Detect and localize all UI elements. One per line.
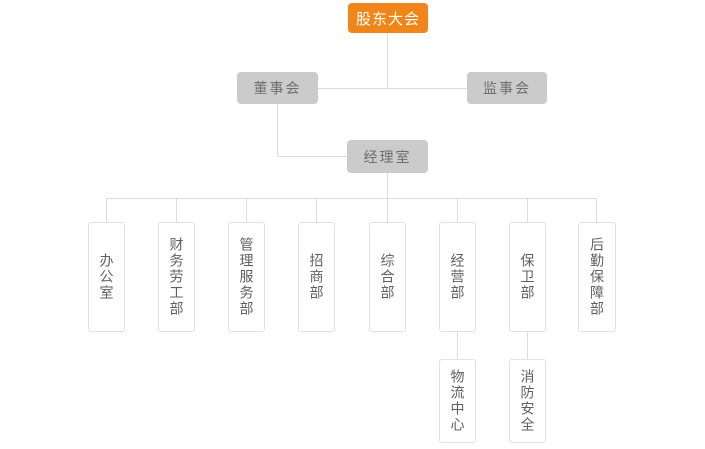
connector-line xyxy=(527,198,528,222)
connector-line xyxy=(457,198,458,222)
connector-line xyxy=(106,198,107,222)
node-office: 办公室 xyxy=(88,222,125,332)
connector-line xyxy=(277,156,347,157)
node-label: 股东大会 xyxy=(355,10,420,28)
node-label: 保卫部 xyxy=(519,253,536,301)
node-label: 经营部 xyxy=(449,253,466,301)
connector-line xyxy=(596,198,597,222)
node-label: 财务劳工部 xyxy=(168,237,185,317)
node-label: 物流中心 xyxy=(449,369,466,433)
node-investment-dept: 招商部 xyxy=(298,222,335,332)
node-finance-labor-dept: 财务劳工部 xyxy=(158,222,195,332)
node-board-of-directors: 董事会 xyxy=(237,72,318,104)
connector-line xyxy=(387,33,388,88)
connector-line xyxy=(387,198,388,222)
node-operations-dept: 经营部 xyxy=(439,222,476,332)
node-logistics-support-dept: 后勤保障部 xyxy=(578,222,616,332)
node-management-service-dept: 管理服务部 xyxy=(228,222,265,332)
node-security-dept: 保卫部 xyxy=(509,222,546,332)
node-label: 消防安全 xyxy=(519,369,536,433)
connector-line xyxy=(387,173,388,198)
connector-line xyxy=(318,88,467,89)
node-label: 后勤保障部 xyxy=(589,237,605,317)
connector-line xyxy=(176,198,177,222)
node-label: 监事会 xyxy=(483,80,531,96)
node-fire-safety: 消防安全 xyxy=(509,359,546,443)
connector-line xyxy=(457,332,458,359)
node-label: 综合部 xyxy=(379,253,396,301)
node-label: 办公室 xyxy=(98,253,115,301)
node-label: 管理服务部 xyxy=(238,237,255,317)
connector-line xyxy=(527,332,528,359)
connector-line xyxy=(246,198,247,222)
node-label: 董事会 xyxy=(253,80,302,96)
node-label: 招商部 xyxy=(308,253,325,301)
connector-line xyxy=(106,198,597,199)
node-supervisory-board: 监事会 xyxy=(467,72,547,104)
node-general-dept: 综合部 xyxy=(369,222,406,332)
node-label: 经理室 xyxy=(363,148,412,165)
node-logistics-center: 物流中心 xyxy=(439,359,476,443)
connector-line xyxy=(316,198,317,222)
node-manager-office: 经理室 xyxy=(347,140,428,173)
connector-line xyxy=(277,104,278,156)
node-shareholders-meeting: 股东大会 xyxy=(348,3,428,33)
